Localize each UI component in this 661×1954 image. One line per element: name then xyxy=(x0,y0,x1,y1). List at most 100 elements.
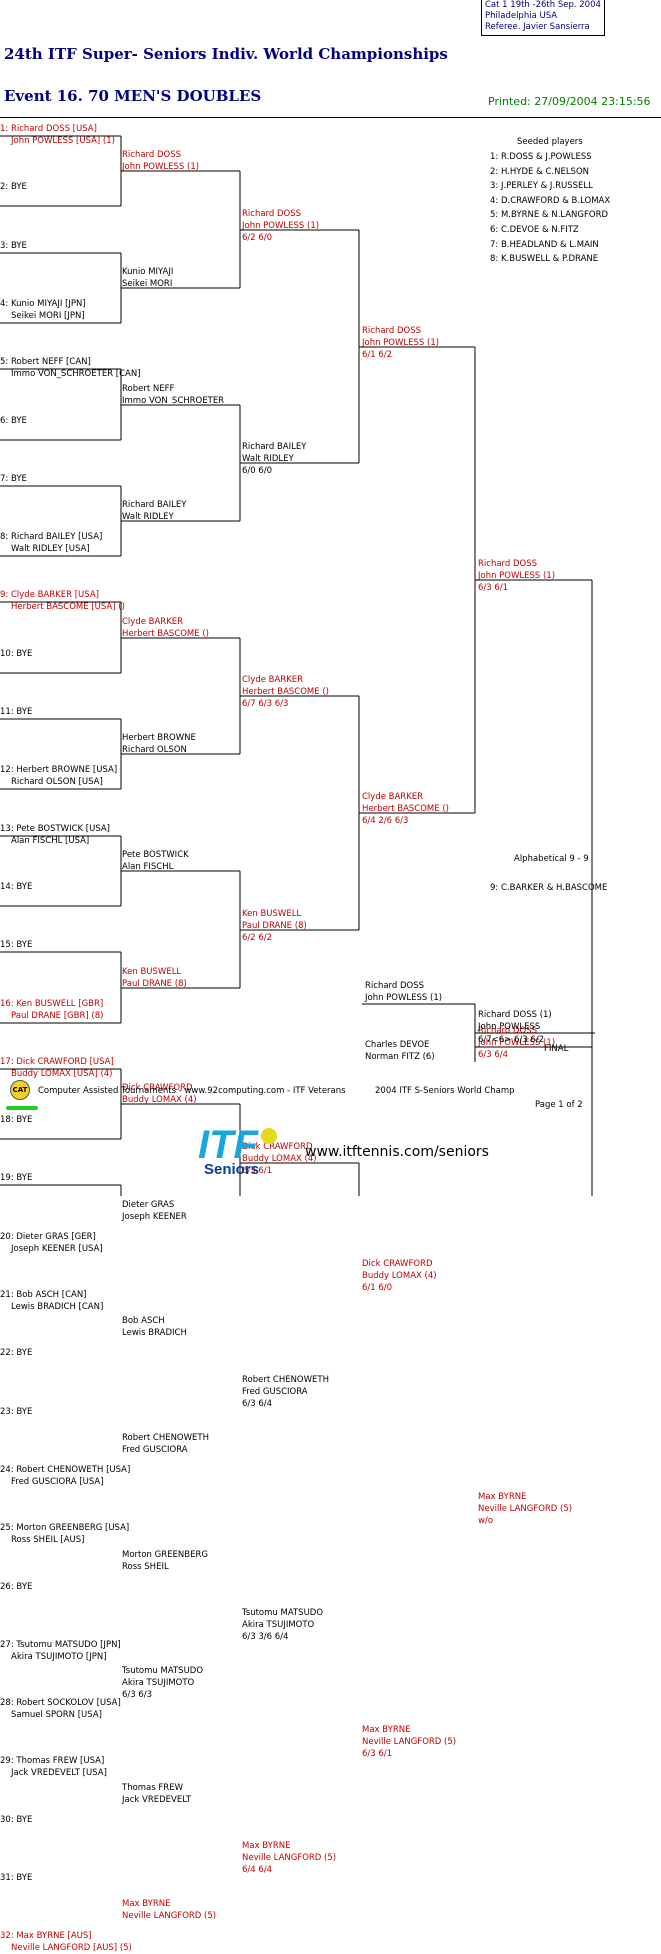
draw-entry-31-player1: 31: BYE xyxy=(0,1873,33,1883)
page-title: 24th ITF Super- Seniors Indiv. World Cha… xyxy=(4,45,448,63)
draw-entry-4-player2: Seikei MORI [JPN] xyxy=(11,311,85,321)
draw-entry-8-player1: 8: Richard BAILEY [USA] xyxy=(0,532,103,542)
draw-entry-29-player2: Jack VREDEVELT [USA] xyxy=(11,1768,107,1778)
seeded-extra-item: 9: C.BARKER & H.BASCOME xyxy=(490,883,608,893)
draw-entry-17-player2: Buddy LOMAX [USA] (4) xyxy=(11,1069,113,1079)
draw-entry-16-player2: Paul DRANE [GBR] (8) xyxy=(11,1011,104,1021)
draw-entry-4-player1: 4: Kunio MIYAJI [JPN] xyxy=(0,299,86,309)
final-bottom-player1: Charles DEVOE xyxy=(365,1040,430,1050)
r3-match-5-player2: Buddy LOMAX (4) xyxy=(242,1154,317,1164)
r3-match-6-player1: Robert CHENOWETH xyxy=(242,1375,329,1385)
draw-entry-26-player1: 26: BYE xyxy=(0,1582,33,1592)
final-top-player1: Richard DOSS xyxy=(365,981,425,991)
r3-match-2-player1: Richard BAILEY xyxy=(242,442,307,452)
draw-entry-29-player1: 29: Thomas FREW [USA] xyxy=(0,1756,105,1766)
draw-entry-6-player1: 6: BYE xyxy=(0,416,27,426)
r2-match-12-player2: Fred GUSCIORA xyxy=(122,1445,188,1455)
r2-match-13-player1: Morton GREENBERG xyxy=(122,1550,208,1560)
r4-match-1-score: 6/1 6/2 xyxy=(362,350,393,360)
r5-match-1-player2: John POWLESS (1) xyxy=(478,571,556,581)
r3-match-3-score: 6/7 6/3 6/3 xyxy=(242,699,289,709)
draw-entry-21-player1: 21: Bob ASCH [CAN] xyxy=(0,1290,87,1300)
draw-entry-30-player1: 30: BYE xyxy=(0,1815,33,1825)
draw-entry-17-player1: 17: Dick CRAWFORD [USA] xyxy=(0,1057,114,1067)
draw-entry-18-player1: 18: BYE xyxy=(0,1115,33,1125)
r4-match-2-score: 6/4 2/6 6/3 xyxy=(362,816,409,826)
draw-entry-12-player2: Richard OLSON [USA] xyxy=(11,777,103,787)
draw-entry-28-player1: 28: Robert SOCKOLOV [USA] xyxy=(0,1698,121,1708)
final-top-player2: John POWLESS (1) xyxy=(365,993,443,1003)
page-number: Page 1 of 2 xyxy=(535,1100,583,1110)
r3-match-8-score: 6/4 6/4 xyxy=(242,1865,273,1875)
semifinal-player2: John POWLESS (1) xyxy=(478,1038,556,1048)
r2-match-7-player2: Alan FISCHL xyxy=(122,862,174,872)
r4-match-4-player1: Max BYRNE xyxy=(362,1725,411,1735)
footer-credit: Computer Assisted Tournaments - www.92co… xyxy=(38,1086,346,1096)
draw-entry-27-player2: Akira TSUJIMOTO [JPN] xyxy=(11,1652,107,1662)
r3-match-6-score: 6/3 6/4 xyxy=(242,1399,273,1409)
draw-entry-15-player1: 15: BYE xyxy=(0,940,33,950)
r3-match-4-score: 6/2 6/2 xyxy=(242,933,273,943)
r4-match-4-player2: Neville LANGFORD (5) xyxy=(362,1737,457,1747)
seeded-heading: Seeded players xyxy=(517,137,583,147)
draw-entry-22-player1: 22: BYE xyxy=(0,1348,33,1358)
r3-match-1-score: 6/2 6/0 xyxy=(242,233,273,243)
itf-url: www.itftennis.com/seniors xyxy=(305,1144,489,1160)
draw-entry-1-player1: 1: Richard DOSS [USA] xyxy=(0,124,97,134)
r2-match-10-player2: Joseph KEENER xyxy=(122,1212,187,1222)
draw-entry-28-player2: Samuel SPORN [USA] xyxy=(11,1710,102,1720)
header-divider xyxy=(0,117,661,118)
r4-match-2-player2: Herbert BASCOME () xyxy=(362,804,449,814)
r3-match-6-player2: Fred GUSCIORA xyxy=(242,1387,308,1397)
r4-match-1-player1: Richard DOSS xyxy=(362,326,422,336)
info-line-referee: Referee. Javier Sansierra xyxy=(485,22,590,32)
semifinal-score: 6/3 6/4 xyxy=(478,1050,509,1060)
r2-match-1-player2: John POWLESS (1) xyxy=(122,162,200,172)
tournament-info-box: Cat 1 19th -26th Sep. 2004 Philadelphia … xyxy=(481,0,605,36)
draw-entry-32-player2: Neville LANGFORD [AUS] (5) xyxy=(11,1943,132,1953)
r2-match-13-player2: Ross SHEIL xyxy=(122,1562,169,1572)
draw-entry-24-player1: 24: Robert CHENOWETH [USA] xyxy=(0,1465,131,1475)
r2-match-11-player2: Lewis BRADICH xyxy=(122,1328,187,1338)
draw-entry-32-player1: 32: Max BYRNE [AUS] xyxy=(0,1931,92,1941)
final-winner-player2: John POWLESS xyxy=(478,1022,541,1032)
r4-match-4-score: 6/3 6/1 xyxy=(362,1749,393,1759)
r2-match-14-player2: Akira TSUJIMOTO xyxy=(122,1678,195,1688)
r2-match-4-player2: Walt RIDLEY xyxy=(122,512,174,522)
r3-match-5-player1: Dick CRAWFORD xyxy=(242,1142,313,1152)
r4-match-3-player2: Buddy LOMAX (4) xyxy=(362,1271,437,1281)
draw-entry-19-player1: 19: BYE xyxy=(0,1173,33,1183)
r2-match-4-player1: Richard BAILEY xyxy=(122,500,187,510)
r4-match-3-score: 6/1 6/0 xyxy=(362,1283,393,1293)
draw-entry-21-player2: Lewis BRADICH [CAN] xyxy=(11,1302,104,1312)
r5-match-1-player1: Richard DOSS xyxy=(478,559,538,569)
r3-match-8-player2: Neville LANGFORD (5) xyxy=(242,1853,337,1863)
draw-entry-10-player1: 10: BYE xyxy=(0,649,33,659)
seeded-item-2: 2: H.HYDE & C.NELSON xyxy=(490,166,589,177)
final-label: FINAL xyxy=(544,1044,569,1054)
r2-match-5-player1: Clyde BARKER xyxy=(122,617,184,627)
final-bottom-player2: Norman FITZ (6) xyxy=(365,1052,435,1062)
draw-entry-25-player1: 25: Morton GREENBERG [USA] xyxy=(0,1523,130,1533)
r2-match-10-player1: Dieter GRAS xyxy=(122,1200,175,1210)
r2-match-8-player2: Paul DRANE (8) xyxy=(122,979,187,989)
r2-match-15-player1: Thomas FREW xyxy=(122,1783,183,1793)
draw-entry-8-player2: Walt RIDLEY [USA] xyxy=(11,544,90,554)
r2-match-9-player2: Buddy LOMAX (4) xyxy=(122,1095,197,1105)
r2-match-5-player2: Herbert BASCOME () xyxy=(122,629,209,639)
r4-match-3-player1: Dick CRAWFORD xyxy=(362,1259,433,1269)
r5-match-2-player1: Max BYRNE xyxy=(478,1492,527,1502)
seeded-item-6: 6: C.DEVOE & N.FITZ xyxy=(490,225,579,235)
r3-match-7-score: 6/3 3/6 6/4 xyxy=(242,1632,289,1642)
printed-timestamp: Printed: 27/09/2004 23:15:56 xyxy=(488,95,651,108)
r2-match-15-player2: Jack VREDEVELT xyxy=(122,1795,191,1805)
event-title: Event 16. 70 MEN'S DOUBLES xyxy=(4,87,262,105)
draw-entry-7-player1: 7: BYE xyxy=(0,474,27,484)
draw-entry-27-player1: 27: Tsutomu MATSUDO [JPN] xyxy=(0,1640,121,1650)
r2-match-9-player1: Dick CRAWFORD xyxy=(122,1083,193,1093)
r3-match-2-player2: Walt RIDLEY xyxy=(242,454,294,464)
r3-match-5-score: 6/3 6/1 xyxy=(242,1166,273,1176)
r3-match-1-player1: Richard DOSS xyxy=(242,209,302,219)
draw-entry-23-player1: 23: BYE xyxy=(0,1407,33,1417)
r2-match-6-player2: Richard OLSON xyxy=(122,745,187,755)
